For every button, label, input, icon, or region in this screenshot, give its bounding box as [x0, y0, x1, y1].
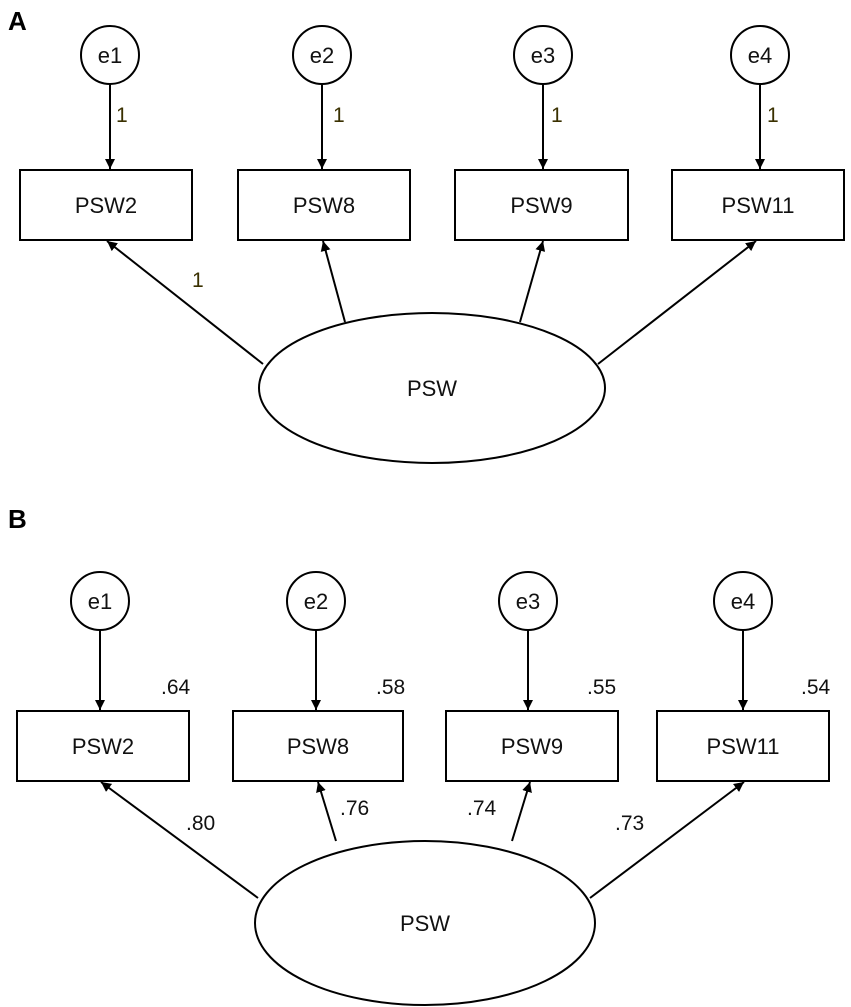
indicator-box	[16, 710, 190, 782]
loading-value: .76	[340, 797, 369, 820]
error-label: e3	[531, 43, 555, 68]
loading-path-arrow	[316, 781, 337, 842]
loading-path-arrow	[100, 781, 259, 899]
error-label: e3	[516, 589, 540, 614]
loading-path-arrow	[511, 781, 532, 842]
r-squared-value: .54	[801, 676, 831, 699]
indicator-label: PSW11	[722, 193, 795, 218]
r-squared-value: .55	[587, 676, 616, 699]
indicator-label: PSW9	[501, 734, 563, 759]
panel-label: A	[8, 6, 27, 36]
indicator-box	[671, 169, 845, 241]
indicator-box	[445, 710, 619, 782]
r-squared-value: .64	[161, 676, 191, 699]
error-path-weight: 1	[551, 104, 563, 127]
indicator-box	[232, 710, 404, 782]
indicator-box	[454, 169, 629, 241]
loading-value: .73	[615, 812, 644, 835]
error-label: e2	[310, 43, 334, 68]
indicator-label: PSW11	[707, 734, 780, 759]
indicator-box	[237, 169, 411, 241]
indicator-label: PSW2	[72, 734, 134, 759]
error-label: e1	[98, 43, 122, 68]
error-path-weight: 1	[767, 104, 779, 127]
indicator-label: PSW8	[287, 734, 349, 759]
error-label: e2	[304, 589, 328, 614]
indicator-box	[19, 169, 193, 241]
indicator-label: PSW2	[75, 193, 137, 218]
error-path-weight: 1	[116, 104, 128, 127]
error-label: e4	[731, 589, 755, 614]
loading-value: 1	[192, 269, 204, 292]
loading-value: .74	[467, 797, 497, 820]
loading-path-arrow	[106, 240, 264, 365]
error-label: e1	[88, 589, 112, 614]
latent-label: PSW	[407, 376, 457, 401]
latent-label: PSW	[400, 911, 450, 936]
loading-path-arrow	[589, 781, 745, 899]
indicator-box	[656, 710, 830, 782]
loading-path-arrow	[519, 240, 546, 323]
loading-path-arrow	[597, 240, 757, 365]
indicator-label: PSW8	[293, 193, 355, 218]
panel-label: B	[8, 504, 27, 534]
error-path-weight: 1	[333, 104, 345, 127]
latent-ellipse	[258, 312, 606, 464]
loading-path-arrow	[320, 240, 346, 323]
indicator-label: PSW9	[510, 193, 572, 218]
latent-ellipse	[254, 840, 596, 1006]
loading-value: .80	[186, 812, 215, 835]
r-squared-value: .58	[376, 676, 405, 699]
error-label: e4	[748, 43, 772, 68]
